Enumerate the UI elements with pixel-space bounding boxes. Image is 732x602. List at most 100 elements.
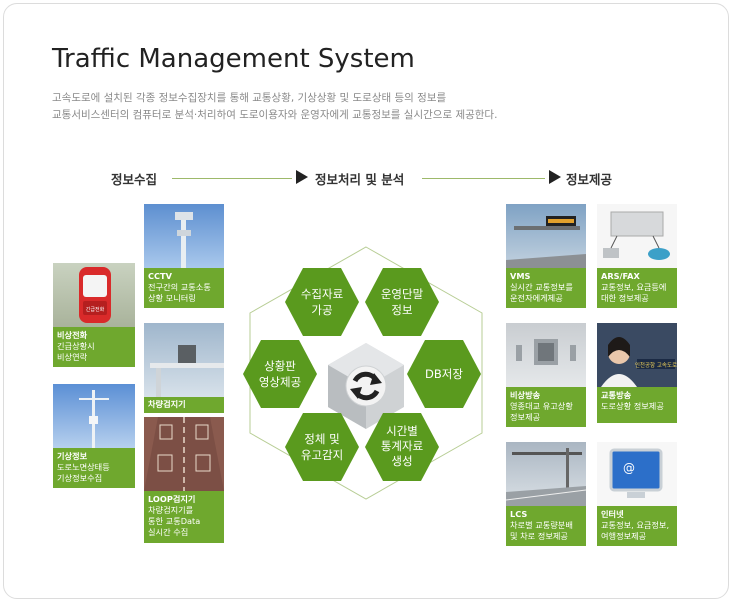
traffic-broadcast-title: 교통방송	[601, 390, 632, 400]
ars-fax-title: ARS/FAX	[601, 271, 640, 281]
loop-detector-title: LOOP검지기	[148, 494, 196, 504]
loop-detector-desc: 차량검지기를 통한 교통Data 실시간 수집	[148, 505, 201, 537]
svg-text:생성: 생성	[391, 454, 412, 468]
hex-board-display: 상황판 영상제공	[243, 340, 317, 408]
traffic-broadcast-label: 교통방송 도로상황 정보제공	[597, 387, 677, 423]
at-sign-icon: @	[623, 461, 635, 475]
booth-sign: 긴급전화	[86, 306, 105, 313]
cctv-desc: 전구간의 교통소통 상황 모니터링	[148, 282, 211, 303]
ars-fax-label: ARS/FAX 교통정보, 요금등에 대한 정보제공	[597, 268, 677, 308]
svg-text:통계자료: 통계자료	[381, 439, 423, 453]
phone-booth-icon: 긴급전화	[79, 267, 111, 323]
hex-db-store-text: DB저장	[425, 367, 463, 381]
internet-label: 인터넷 교통정보, 요금정보, 여행정보제공	[597, 506, 677, 546]
svg-text:영상제공: 영상제공	[259, 375, 301, 389]
news-caption: 인천공항 고속도로	[635, 361, 677, 369]
vehicle-detector-title: 차량검지기	[148, 399, 186, 409]
loop-detector-label: LOOP검지기 차량검지기를 통한 교통Data 실시간 수집	[144, 491, 224, 543]
card-cctv: CCTV 전구간의 교통소통 상황 모니터링	[144, 204, 224, 308]
arrow-icon	[296, 170, 308, 184]
hex-congestion: 정체 및 유고감지	[285, 413, 359, 481]
monitor-icon: @	[609, 448, 663, 498]
weather-station-icon	[79, 390, 109, 448]
traffic-broadcast-image: 인천공항 고속도로	[597, 323, 677, 387]
emergency-phone-label: 비상전화 긴급상황시 비상연락	[53, 327, 135, 367]
news-anchor-icon: 인천공항 고속도로	[601, 337, 677, 387]
description: 고속도로에 설치된 각종 정보수집장치를 통해 교통상황, 기상상황 및 도로상…	[52, 90, 497, 124]
emergency-broadcast-title: 비상방송	[510, 390, 541, 400]
hex-collect-process-line1: 수집자료	[301, 287, 343, 301]
weather-image	[53, 384, 135, 448]
svg-text:유고감지: 유고감지	[301, 448, 343, 462]
internet-desc: 교통정보, 요금정보, 여행정보제공	[601, 520, 670, 541]
internet-title: 인터넷	[601, 509, 624, 519]
card-ars-fax: ARS/FAX 교통정보, 요금등에 대한 정보제공	[597, 204, 677, 308]
cctv-title: CCTV	[148, 271, 172, 281]
stage-collect: 정보수집	[111, 172, 158, 187]
emergency-broadcast-image	[506, 323, 586, 387]
svg-text:상황판: 상황판	[264, 359, 296, 373]
card-traffic-broadcast: 인천공항 고속도로 교통방송 도로상황 정보제공	[597, 323, 677, 423]
cctv-label: CCTV 전구간의 교통소통 상황 모니터링	[144, 268, 224, 308]
vms-label: VMS 실시간 교통정보를 운전자에게제공	[506, 268, 586, 308]
ars-fax-desc: 교통정보, 요금등에 대한 정보제공	[601, 282, 667, 303]
svg-text:시간별: 시간별	[386, 424, 418, 438]
card-weather: 기상정보 도로노면상태등 기상정보수집	[53, 384, 135, 488]
hex-stats-gen: 시간별 통계자료 생성	[365, 413, 439, 481]
vehicle-detector-image	[144, 323, 224, 397]
hex-terminal-info-line2: 정보	[391, 303, 412, 317]
cctv-image	[144, 204, 224, 268]
weather-desc: 도로노면상태등 기상정보수집	[57, 462, 110, 483]
card-lcs: LCS 차로별 교통량분배 및 차로 정보제공	[506, 442, 586, 546]
description-line-1: 고속도로에 설치된 각종 정보수집장치를 통해 교통상황, 기상상황 및 도로상…	[52, 92, 447, 104]
vms-desc: 실시간 교통정보를 운전자에게제공	[510, 282, 573, 303]
stage-provide: 정보제공	[566, 172, 613, 187]
weather-label: 기상정보 도로노면상태등 기상정보수집	[53, 448, 135, 488]
card-emergency-broadcast: 비상방송 영종대교 유고상황 정보제공	[506, 323, 586, 427]
vms-title: VMS	[510, 271, 531, 281]
hex-collect-process-line2: 가공	[311, 303, 332, 317]
lcs-desc: 차로별 교통량분배 및 차로 정보제공	[510, 520, 573, 541]
lcs-title: LCS	[510, 509, 528, 519]
vms-image	[506, 204, 586, 268]
card-emergency-phone: 긴급전화 비상전화 긴급상황시 비상연락	[53, 263, 135, 367]
outer-hex-outline	[249, 246, 483, 500]
description-line-2: 교통서비스센터의 컴퓨터로 분석·처리하여 도로이용자와 운영자에게 교통정보를…	[52, 109, 498, 121]
emergency-phone-desc: 긴급상황시 비상연락	[57, 341, 95, 362]
speaker-icon	[516, 339, 576, 365]
arrow-icon	[549, 170, 561, 184]
hex-terminal-info-line1: 운영단말	[381, 287, 424, 301]
fax-machine-icon	[603, 211, 670, 260]
road-loop-icon	[144, 417, 224, 491]
cctv-pole-icon	[175, 212, 193, 268]
lane-control-icon	[506, 448, 586, 506]
page-title: Traffic Management System	[52, 44, 415, 74]
lcs-image	[506, 442, 586, 506]
emergency-phone-image: 긴급전화	[53, 263, 135, 327]
card-vehicle-detector: 차량검지기	[144, 323, 224, 413]
card-vms: VMS 실시간 교통정보를 운전자에게제공	[506, 204, 586, 308]
svg-text:정체 및: 정체 및	[304, 432, 339, 446]
process-diagram	[249, 246, 483, 500]
hex-db-store: DB저장	[407, 340, 481, 408]
emergency-broadcast-desc: 영종대교 유고상황 정보제공	[510, 401, 573, 422]
hex-collect-process: 수집자료 가공	[285, 268, 359, 336]
flow-line-1	[172, 178, 292, 179]
internet-image: @	[597, 442, 677, 506]
weather-title: 기상정보	[57, 451, 88, 461]
card-internet: @ 인터넷 교통정보, 요금정보, 여행정보제공	[597, 442, 677, 546]
hex-terminal-info: 운영단말 정보	[365, 268, 439, 336]
vms-sign-icon	[506, 216, 586, 268]
vehicle-detector-label: 차량검지기	[144, 397, 224, 413]
ars-fax-image	[597, 204, 677, 268]
flow-line-2	[422, 178, 545, 179]
loop-detector-image	[144, 417, 224, 491]
emergency-broadcast-label: 비상방송 영종대교 유고상황 정보제공	[506, 387, 586, 427]
detector-pole-icon	[150, 345, 224, 397]
traffic-broadcast-desc: 도로상황 정보제공	[601, 401, 664, 411]
refresh-icon	[345, 365, 387, 407]
stage-process: 정보처리 및 분석	[315, 172, 405, 187]
lcs-label: LCS 차로별 교통량분배 및 차로 정보제공	[506, 506, 586, 546]
emergency-phone-title: 비상전화	[57, 330, 88, 340]
card-loop-detector: LOOP검지기 차량검지기를 통한 교통Data 실시간 수집	[144, 417, 224, 543]
